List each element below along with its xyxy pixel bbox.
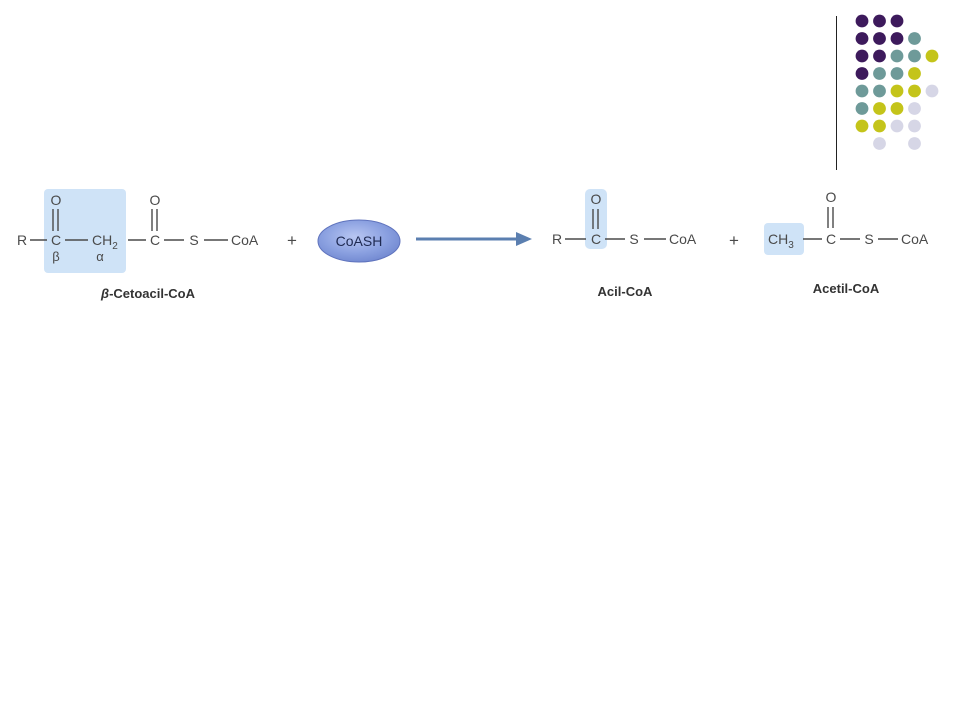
decorative-dot xyxy=(855,14,869,28)
product-2-methyl: CH3 xyxy=(768,231,794,251)
reactant-alpha-label: α xyxy=(96,249,104,264)
decorative-dot xyxy=(908,137,921,150)
reactant-oxygen-beta: O xyxy=(51,192,62,208)
product-2-carbon: C xyxy=(826,231,836,247)
reactant-beta-label: β xyxy=(52,249,59,264)
decorative-dot xyxy=(925,84,939,98)
reaction-arrow-head xyxy=(516,232,532,246)
reactant-carbon-beta: C xyxy=(51,232,61,248)
decorative-dot xyxy=(855,49,869,63)
reactant-carbonyl-carbon: C xyxy=(150,232,160,248)
decorative-dot xyxy=(873,32,886,45)
decorative-dot xyxy=(908,84,921,98)
product-1-highlight-box xyxy=(585,189,607,249)
product-1-coa: CoA xyxy=(669,231,697,247)
decorative-divider-line xyxy=(836,16,837,170)
reagent-coash: CoASH xyxy=(317,219,401,263)
reactant-highlight-box xyxy=(44,189,126,273)
reaction-diagram: O R C CH2 β α O C S CoA β-Cetoacil-CoA + xyxy=(17,189,929,301)
product-acetyl-coa: CH3 O C S CoA Acetil-CoA xyxy=(764,189,929,296)
decorative-dot xyxy=(873,102,886,115)
decorative-dot xyxy=(890,67,904,80)
decorative-dot xyxy=(925,49,939,63)
reagent-label: CoASH xyxy=(336,233,383,249)
decorative-dot xyxy=(873,119,886,133)
decorative-dot xyxy=(908,119,921,133)
product-2-name: Acetil-CoA xyxy=(813,281,880,296)
decorative-dot xyxy=(873,67,886,80)
reagent-ellipse xyxy=(317,219,401,263)
decorative-dot xyxy=(908,67,921,80)
reactant-sulfur: S xyxy=(189,232,198,248)
decorative-dot xyxy=(873,137,886,150)
decorative-dot xyxy=(855,67,869,80)
reactant-substituent-r: R xyxy=(17,232,27,248)
decorative-dot xyxy=(890,119,904,133)
product-1-sulfur: S xyxy=(629,231,638,247)
reactant-name: β-Cetoacil-CoA xyxy=(100,286,196,301)
plus-sign-2: + xyxy=(729,231,739,250)
decorative-dot xyxy=(890,102,904,115)
decorative-dot xyxy=(890,84,904,98)
product-1-carbon: C xyxy=(591,231,601,247)
decorative-dot xyxy=(908,49,921,63)
reactant-carbon-alpha: CH2 xyxy=(92,232,118,252)
decorative-dot xyxy=(890,49,904,63)
decorative-dot xyxy=(855,32,869,45)
reactant-beta-ketoacyl-coa: O R C CH2 β α O C S CoA β-Cetoacil-CoA xyxy=(17,189,259,301)
decorative-dot xyxy=(908,32,921,45)
product-1-substituent-r: R xyxy=(552,231,562,247)
decorative-dot xyxy=(873,49,886,63)
plus-sign-1: + xyxy=(287,231,297,250)
product-acyl-coa: O R C S CoA Acil-CoA xyxy=(552,189,697,299)
decorative-dot xyxy=(873,14,886,28)
decorative-dot-grid xyxy=(855,14,939,150)
reactant-coa: CoA xyxy=(231,232,259,248)
reaction-arrow xyxy=(416,232,532,246)
product-1-oxygen: O xyxy=(591,191,602,207)
product-2-oxygen: O xyxy=(826,189,837,205)
reactant-oxygen-thioester: O xyxy=(150,192,161,208)
decorative-dot xyxy=(873,84,886,98)
decorative-dot xyxy=(890,32,904,45)
product-1-name: Acil-CoA xyxy=(598,284,654,299)
decorative-dot xyxy=(855,84,869,98)
product-2-highlight-box xyxy=(764,223,804,255)
decorative-dot xyxy=(855,102,869,115)
product-2-sulfur: S xyxy=(864,231,873,247)
decorative-dot xyxy=(855,119,869,133)
decorative-dot xyxy=(908,102,921,115)
decorative-dot xyxy=(890,14,904,28)
product-2-coa: CoA xyxy=(901,231,929,247)
